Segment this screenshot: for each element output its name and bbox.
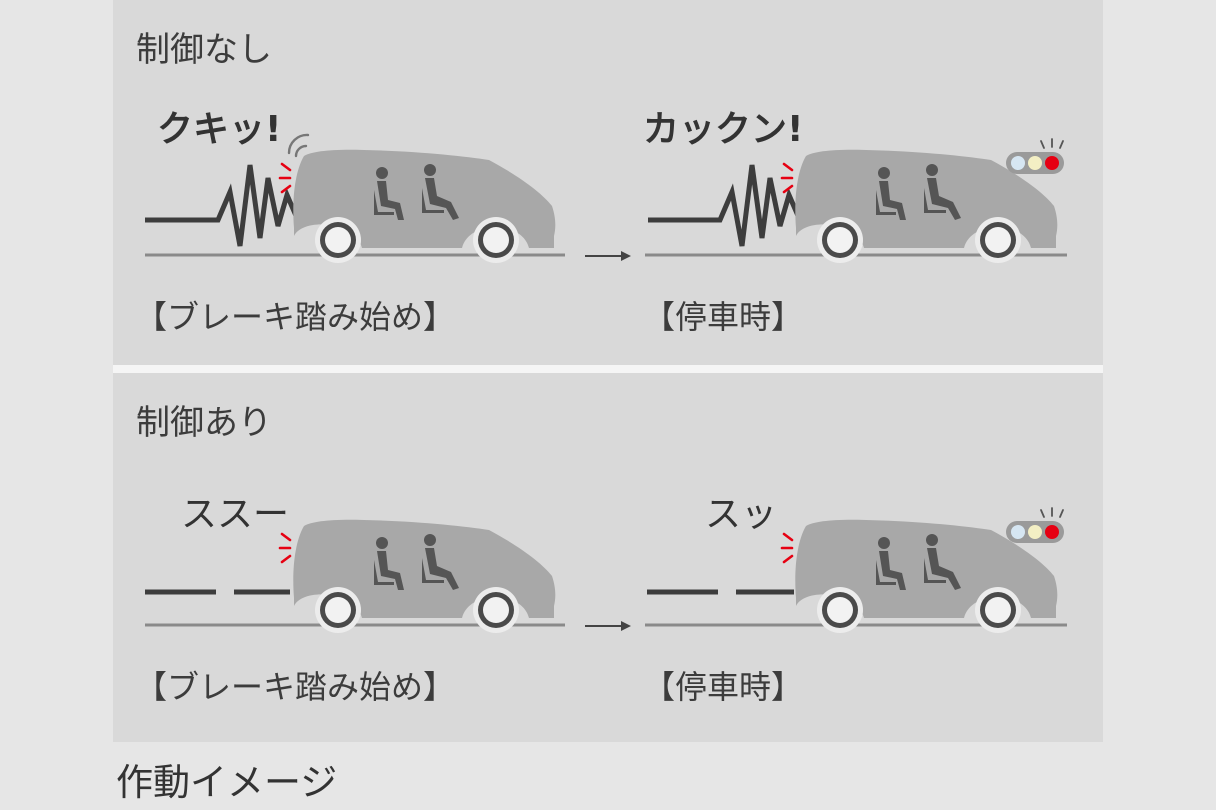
state-label-start: 【ブレーキ踏み始め】 [135,298,456,336]
car-icon [278,518,557,635]
state-label-stop: 【停車時】 [643,298,804,336]
traffic-signal-icon [1005,138,1065,175]
sound-wave-icon [287,133,310,158]
figure-caption: 作動イメージ [116,761,338,804]
panel-divider [113,365,1103,373]
arrow-right-icon [584,250,632,262]
arrow-right-icon [584,620,632,632]
sound-label-start: クキッ! [157,109,282,150]
state-label-stop: 【停車時】 [643,668,804,706]
sound-label-stop: カックン! [643,109,804,150]
state-label-start: 【ブレーキ踏み始め】 [135,668,456,706]
car-icon [278,148,557,265]
traffic-signal-icon [1005,507,1065,544]
section-title: 制御あり [136,403,272,443]
section-title: 制御なし [136,30,272,70]
sound-label-stop: スッ [705,494,778,535]
vibration-wave-icon [145,164,300,247]
vibration-wave-icon [648,164,802,247]
sound-label-start: ススー [181,494,290,535]
